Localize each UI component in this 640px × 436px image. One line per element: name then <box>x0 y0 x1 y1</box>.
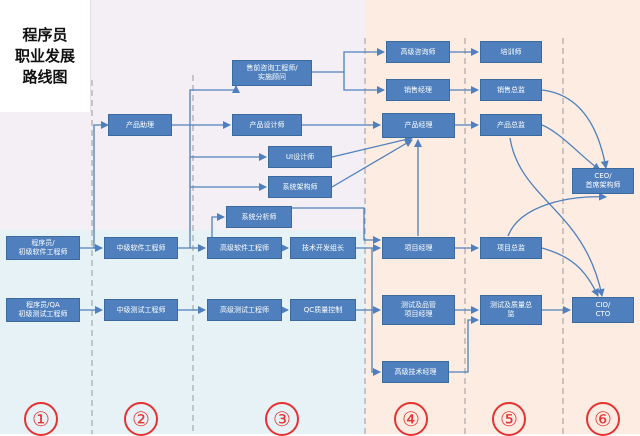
node-tech-lead: 技术开发组长 <box>290 237 356 259</box>
edge-sales-director-to-ceo <box>541 89 609 169</box>
edge-presales-to-senior-consultant <box>312 48 385 73</box>
node-sales-director: 销售总监 <box>480 79 542 101</box>
stage-marker-4: ④ <box>394 402 428 436</box>
title-line-1: 程序员 <box>22 25 68 44</box>
background-lower-left <box>0 230 365 434</box>
stage-marker-2: ② <box>124 402 158 436</box>
node-mid-dev: 中级软件工程师 <box>104 237 178 259</box>
node-trainer: 培训师 <box>480 41 542 63</box>
node-ceo: CEO/ 首席架构师 <box>572 168 634 194</box>
stage-marker-3: ③ <box>265 402 299 436</box>
node-test-qa-pm: 测试及品管 项目经理 <box>382 295 455 325</box>
stage-marker-6: ⑥ <box>586 402 620 436</box>
edge-project-director-to-cio <box>541 247 599 297</box>
title-line-3: 路线图 <box>22 67 68 86</box>
edge-ui-designer-to-product-manager <box>331 135 413 158</box>
edge-sys-architect-to-product-manager <box>331 139 413 188</box>
node-junior-dev: 程序员/ 初级软件工程师 <box>6 236 80 260</box>
edge-presales-to-sales-manager <box>343 72 385 94</box>
node-test-quality-director: 测试及质量总 监 <box>480 295 542 325</box>
node-sys-analyst: 系统分析师 <box>226 206 292 228</box>
node-senior-test: 高级测试工程师 <box>207 299 282 321</box>
edge-tech-lead-to-senior-tech-manager <box>371 248 381 376</box>
node-qc: QC质量控制 <box>290 299 356 321</box>
edge-project-director-to-ceo <box>507 192 607 237</box>
node-senior-dev: 高级软件工程师 <box>207 237 282 259</box>
node-project-manager: 项目经理 <box>382 237 455 259</box>
edge-product-director-to-ceo <box>541 124 601 171</box>
node-mid-test: 中级测试工程师 <box>104 299 178 321</box>
edge-senior-tech-manager-to-test-quality-director <box>449 316 479 373</box>
edge-mid-dev-to-product-assistant <box>93 121 109 248</box>
node-product-assistant: 产品助理 <box>108 114 172 136</box>
node-sys-architect: 系统架构师 <box>268 176 332 198</box>
diagram-title: 程序员 职业发展 路线图 <box>0 0 91 112</box>
stage-dividers <box>91 38 564 434</box>
edge-sys-analyst-to-project-manager <box>292 207 381 244</box>
node-presales: 售前咨询工程师/ 实施顾问 <box>232 60 312 86</box>
node-product-manager: 产品经理 <box>382 113 455 138</box>
node-ui-designer: UI设计师 <box>268 146 332 168</box>
node-junior-test: 程序员/QA 初级测试工程师 <box>6 298 80 322</box>
stage-marker-1: ① <box>24 402 58 436</box>
title-line-2: 职业发展 <box>14 46 75 65</box>
stage-marker-5: ⑤ <box>492 402 526 436</box>
node-product-designer: 产品设计师 <box>232 114 302 136</box>
node-cio: CIO/ CTO <box>572 297 634 323</box>
node-project-director: 项目总监 <box>480 237 542 259</box>
edge-product-director-to-cio <box>509 137 605 297</box>
node-product-director: 产品总监 <box>480 114 542 136</box>
edge-mid-dev-to-presales <box>189 85 240 248</box>
node-senior-tech-manager: 高级技术经理 <box>382 361 449 383</box>
node-senior-consultant: 高级咨询师 <box>386 41 450 63</box>
node-sales-manager: 销售经理 <box>386 79 450 101</box>
